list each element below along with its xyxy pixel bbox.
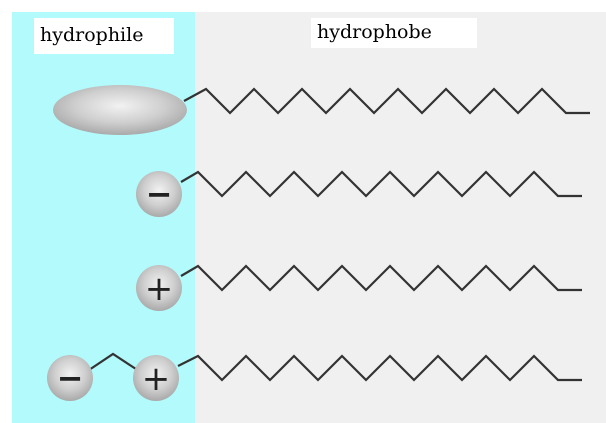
hydrocarbon-tail (180, 170, 582, 198)
hydrophobe-region (195, 12, 606, 423)
minus-charge: − (57, 359, 84, 397)
zwitterion-plus-head (133, 355, 179, 401)
hydrocarbon-tail (180, 264, 582, 292)
head-linker (85, 352, 137, 373)
molecule-anionic: − (136, 170, 582, 217)
plus-charge: + (145, 269, 174, 309)
molecule-zwitterionic: − + (47, 352, 582, 401)
ellipse-head (53, 85, 187, 135)
minus-charge: − (146, 175, 173, 213)
cationic-head (136, 265, 182, 311)
plus-charge: + (142, 359, 171, 399)
molecule-cationic: + (136, 264, 582, 311)
hydrocarbon-tail (183, 87, 590, 115)
zwitterion-minus-head (47, 355, 93, 401)
hydrophobe-label: hydrophobe (311, 18, 477, 48)
hydrophile-region (12, 12, 195, 423)
hydrophile-label: hydrophile (34, 18, 174, 54)
hydrocarbon-tail (177, 354, 582, 382)
molecule-nonionic (53, 85, 590, 135)
anionic-head (136, 171, 182, 217)
